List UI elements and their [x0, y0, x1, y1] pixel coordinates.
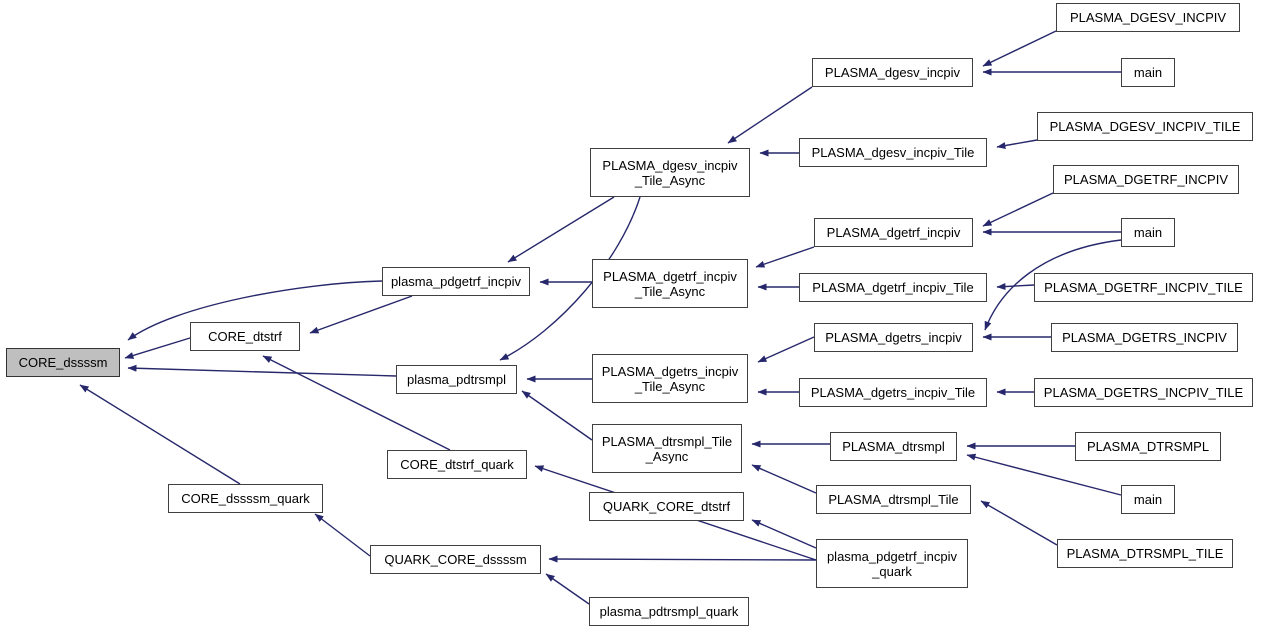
graph-node-main_bot[interactable]: main — [1121, 485, 1175, 514]
graph-node-plasma_dgetrs_incpiv_tile[interactable]: PLASMA_dgetrs_incpiv_Tile — [799, 378, 987, 407]
graph-edge — [755, 246, 815, 268]
graph-node-quark_core_dtstrf[interactable]: QUARK_CORE_dtstrf — [589, 492, 744, 521]
graph-node-label: PLASMA_dgesv_incpiv_Tile — [811, 145, 975, 160]
graph-node-label: PLASMA_dgetrf_incpiv _Tile_Async — [603, 268, 737, 299]
graph-node-plasma_dgesv_incpiv_caps[interactable]: PLASMA_DGESV_INCPIV — [1056, 3, 1240, 32]
graph-node-plasma_dtrsmpl_tile_async[interactable]: PLASMA_dtrsmpl_Tile _Async — [592, 424, 742, 473]
graph-edge — [309, 295, 413, 334]
graph-node-label: PLASMA_DTRSMPL_TILE — [1066, 546, 1224, 561]
graph-node-core_dssssm[interactable]: CORE_dssssm — [6, 348, 120, 377]
graph-edge — [980, 500, 1058, 546]
graph-node-label: plasma_pdgetrf_incpiv — [390, 274, 522, 289]
graph-edge — [751, 464, 817, 494]
graph-node-label: QUARK_CORE_dssssm — [384, 552, 527, 567]
graph-node-label: QUARK_CORE_dtstrf — [602, 499, 731, 514]
graph-edge — [127, 364, 397, 377]
graph-edge — [124, 337, 191, 359]
graph-edge — [757, 336, 815, 363]
graph-node-label: PLASMA_dgetrs_incpiv — [825, 330, 962, 345]
graph-node-label: plasma_pdtrsmpl_quark — [599, 604, 739, 619]
graph-node-plasma_dgetrs_incpiv_tile_caps[interactable]: PLASMA_DGETRS_INCPIV_TILE — [1034, 378, 1253, 407]
graph-edge — [727, 86, 813, 144]
graph-node-plasma_dtrsmpl[interactable]: PLASMA_dtrsmpl — [830, 432, 957, 461]
graph-node-label: plasma_pdgetrf_incpiv _quark — [826, 548, 958, 579]
graph-edge — [548, 555, 817, 563]
graph-edge — [507, 196, 615, 263]
graph-node-plasma_dgesv_incpiv_tile[interactable]: PLASMA_dgesv_incpiv_Tile — [799, 138, 987, 167]
graph-node-plasma_dgetrf_incpiv_tile_caps[interactable]: PLASMA_DGETRF_INCPIV_TILE — [1034, 273, 1253, 302]
graph-node-label: CORE_dssssm — [18, 355, 108, 370]
graph-edge — [545, 573, 590, 605]
graph-node-label: PLASMA_DTRSMPL — [1086, 439, 1210, 454]
graph-node-main_top[interactable]: main — [1121, 58, 1175, 87]
graph-node-plasma_dtrsmpl_tile[interactable]: PLASMA_dtrsmpl_Tile — [816, 485, 971, 514]
graph-edge — [982, 30, 1057, 67]
graph-node-label: PLASMA_dgetrf_incpiv_Tile — [812, 280, 974, 295]
graph-node-label: plasma_pdtrsmpl — [407, 372, 506, 387]
graph-node-label: PLASMA_DGETRF_INCPIV — [1064, 172, 1228, 187]
graph-node-label: PLASMA_dgesv_incpiv — [824, 65, 961, 80]
graph-node-plasma_dtrsmpl_tile_caps[interactable]: PLASMA_DTRSMPL_TILE — [1057, 539, 1233, 568]
graph-node-label: PLASMA_DGESV_INCPIV_TILE — [1049, 119, 1241, 134]
graph-node-label: PLASMA_DGESV_INCPIV — [1069, 10, 1227, 25]
graph-node-core_dtstrf_quark[interactable]: CORE_dtstrf_quark — [387, 450, 527, 479]
graph-node-label: main — [1133, 225, 1163, 240]
graph-node-plasma_dgesv_incpiv_tile_async[interactable]: PLASMA_dgesv_incpiv _Tile_Async — [590, 148, 750, 197]
graph-edge — [996, 139, 1038, 149]
graph-node-plasma_dgetrf_incpiv_caps[interactable]: PLASMA_DGETRF_INCPIV — [1053, 165, 1239, 194]
graph-edge — [996, 283, 1035, 291]
graph-node-label: PLASMA_DGETRF_INCPIV_TILE — [1044, 280, 1243, 295]
graph-node-label: PLASMA_DGETRS_INCPIV_TILE — [1043, 385, 1244, 400]
graph-edge — [751, 519, 817, 549]
graph-node-plasma_pdgetrf_incpiv_quark[interactable]: plasma_pdgetrf_incpiv _quark — [816, 539, 968, 588]
graph-node-core_dtstrf[interactable]: CORE_dtstrf — [190, 322, 300, 351]
graph-node-plasma_dgesv_incpiv_tile_caps[interactable]: PLASMA_DGESV_INCPIV_TILE — [1037, 112, 1253, 141]
graph-edge — [314, 513, 371, 557]
graph-node-label: PLASMA_dgetrs_incpiv_Tile — [810, 385, 976, 400]
graph-edge — [982, 192, 1054, 227]
graph-node-label: CORE_dssssm_quark — [181, 491, 310, 506]
graph-node-main_mid[interactable]: main — [1121, 218, 1175, 247]
graph-edge — [966, 453, 1122, 496]
graph-node-label: PLASMA_dtrsmpl_Tile _Async — [601, 433, 733, 464]
graph-node-plasma_pdgetrf_incpiv[interactable]: plasma_pdgetrf_incpiv — [382, 267, 530, 296]
graph-node-plasma_dgetrs_incpiv_tile_async[interactable]: PLASMA_dgetrs_incpiv _Tile_Async — [592, 354, 748, 403]
graph-node-label: PLASMA_dtrsmpl — [842, 439, 945, 454]
graph-node-label: main — [1133, 65, 1163, 80]
graph-node-plasma_dtrsmpl_caps[interactable]: PLASMA_DTRSMPL — [1075, 432, 1221, 461]
graph-node-plasma_dgetrf_incpiv[interactable]: PLASMA_dgetrf_incpiv — [814, 218, 973, 247]
graph-node-label: main — [1133, 492, 1163, 507]
graph-node-plasma_pdtrsmpl_quark[interactable]: plasma_pdtrsmpl_quark — [589, 597, 749, 626]
graph-node-label: PLASMA_dtrsmpl_Tile — [828, 492, 959, 507]
graph-node-core_dssssm_quark[interactable]: CORE_dssssm_quark — [168, 484, 323, 513]
graph-node-label: PLASMA_DGETRS_INCPIV — [1062, 330, 1227, 345]
graph-node-label: PLASMA_dgetrf_incpiv — [826, 225, 961, 240]
graph-edge — [521, 390, 593, 441]
graph-node-plasma_dgetrs_incpiv[interactable]: PLASMA_dgetrs_incpiv — [814, 323, 973, 352]
graph-node-label: PLASMA_dgetrs_incpiv _Tile_Async — [601, 363, 739, 394]
graph-node-plasma_dgetrf_incpiv_tile[interactable]: PLASMA_dgetrf_incpiv_Tile — [799, 273, 987, 302]
graph-node-quark_core_dssssm[interactable]: QUARK_CORE_dssssm — [370, 545, 541, 574]
graph-node-plasma_dgetrs_incpiv_caps[interactable]: PLASMA_DGETRS_INCPIV — [1051, 323, 1238, 352]
graph-node-plasma_dgesv_incpiv[interactable]: PLASMA_dgesv_incpiv — [812, 58, 973, 87]
graph-node-label: CORE_dtstrf_quark — [400, 457, 514, 472]
graph-edge — [79, 384, 241, 485]
graph-node-label: CORE_dtstrf — [208, 329, 282, 344]
graph-node-plasma_dgetrf_incpiv_tile_async[interactable]: PLASMA_dgetrf_incpiv _Tile_Async — [592, 259, 748, 308]
graph-node-label: PLASMA_dgesv_incpiv _Tile_Async — [602, 157, 738, 188]
graph-node-plasma_pdtrsmpl[interactable]: plasma_pdtrsmpl — [396, 365, 517, 394]
